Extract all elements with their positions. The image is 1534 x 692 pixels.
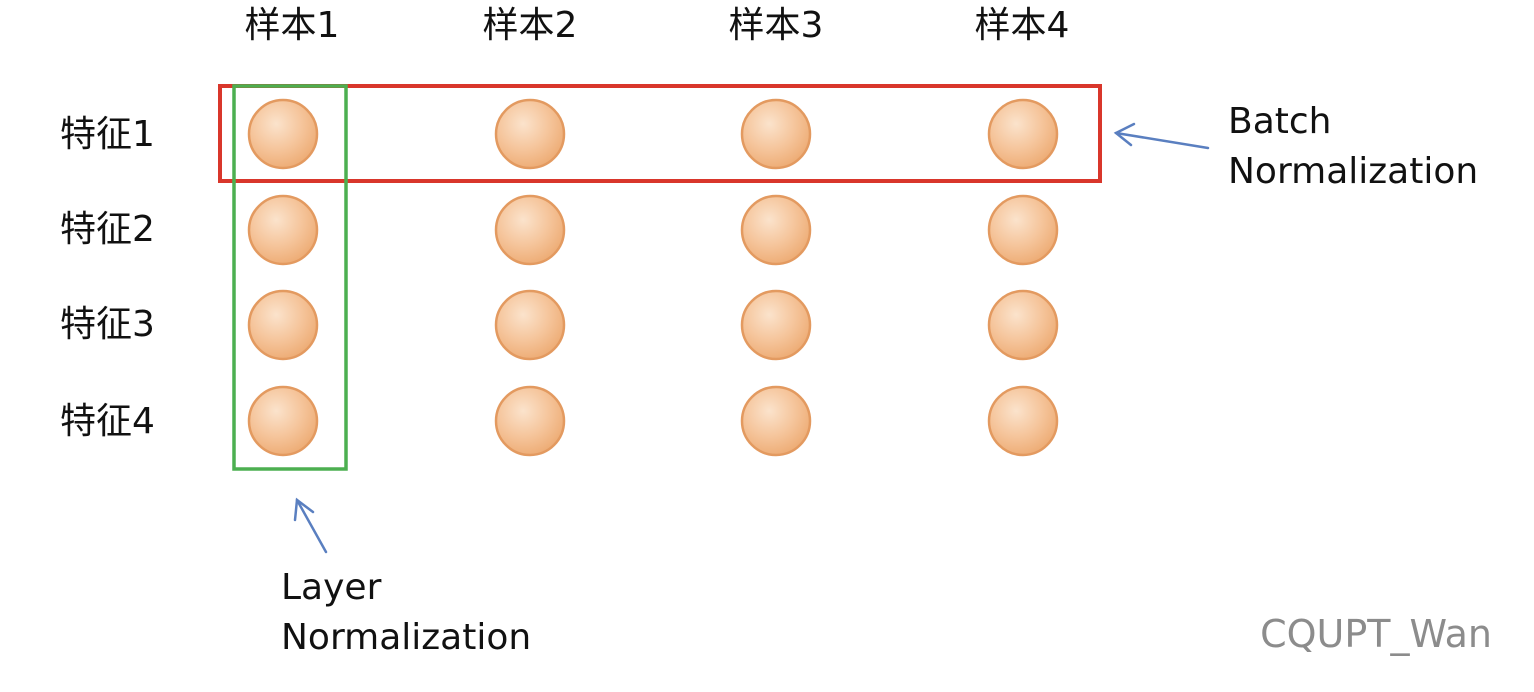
node-r3-c2	[494, 289, 566, 361]
watermark: CQUPT_Wan	[1260, 612, 1492, 656]
node-r3-c1	[247, 289, 319, 361]
node-r1-c3	[740, 98, 812, 170]
node-r2-c3	[740, 194, 812, 266]
node-r2-c4	[987, 194, 1059, 266]
node-r1-c1	[247, 98, 319, 170]
row-label-1: 特征1	[60, 114, 155, 155]
node-grid	[247, 98, 1059, 457]
layer-normalization-line-2: Normalization	[281, 617, 532, 658]
batch-normalization-box	[218, 84, 1102, 183]
node-r4-c2	[494, 385, 566, 457]
column-label-3: 样本3	[728, 5, 824, 46]
node-r1-c2	[494, 98, 566, 170]
row-label-2: 特征2	[60, 209, 155, 250]
node-r3-c3	[740, 289, 812, 361]
row-label-3: 特征3	[60, 304, 155, 345]
layer-normalization-box	[232, 84, 348, 471]
batch-normalization-label: Batch Normalization	[1228, 97, 1478, 197]
node-r2-c1	[247, 194, 319, 266]
column-label-1: 样本1	[244, 5, 340, 46]
node-r4-c4	[987, 385, 1059, 457]
layer-arrow	[293, 497, 328, 554]
layer-normalization-line-1: Layer	[281, 567, 382, 608]
column-label-2: 样本2	[482, 5, 578, 46]
node-r2-c2	[494, 194, 566, 266]
node-r3-c4	[987, 289, 1059, 361]
batch-normalization-line-1: Batch	[1228, 101, 1332, 142]
node-r4-c3	[740, 385, 812, 457]
batch-normalization-line-2: Normalization	[1228, 151, 1479, 192]
node-r4-c1	[247, 385, 319, 457]
row-label-4: 特征4	[60, 401, 155, 442]
node-r1-c4	[987, 98, 1059, 170]
column-label-4: 样本4	[974, 5, 1070, 46]
batch-arrow	[1113, 122, 1210, 150]
layer-normalization-label: Layer Normalization	[281, 563, 531, 663]
